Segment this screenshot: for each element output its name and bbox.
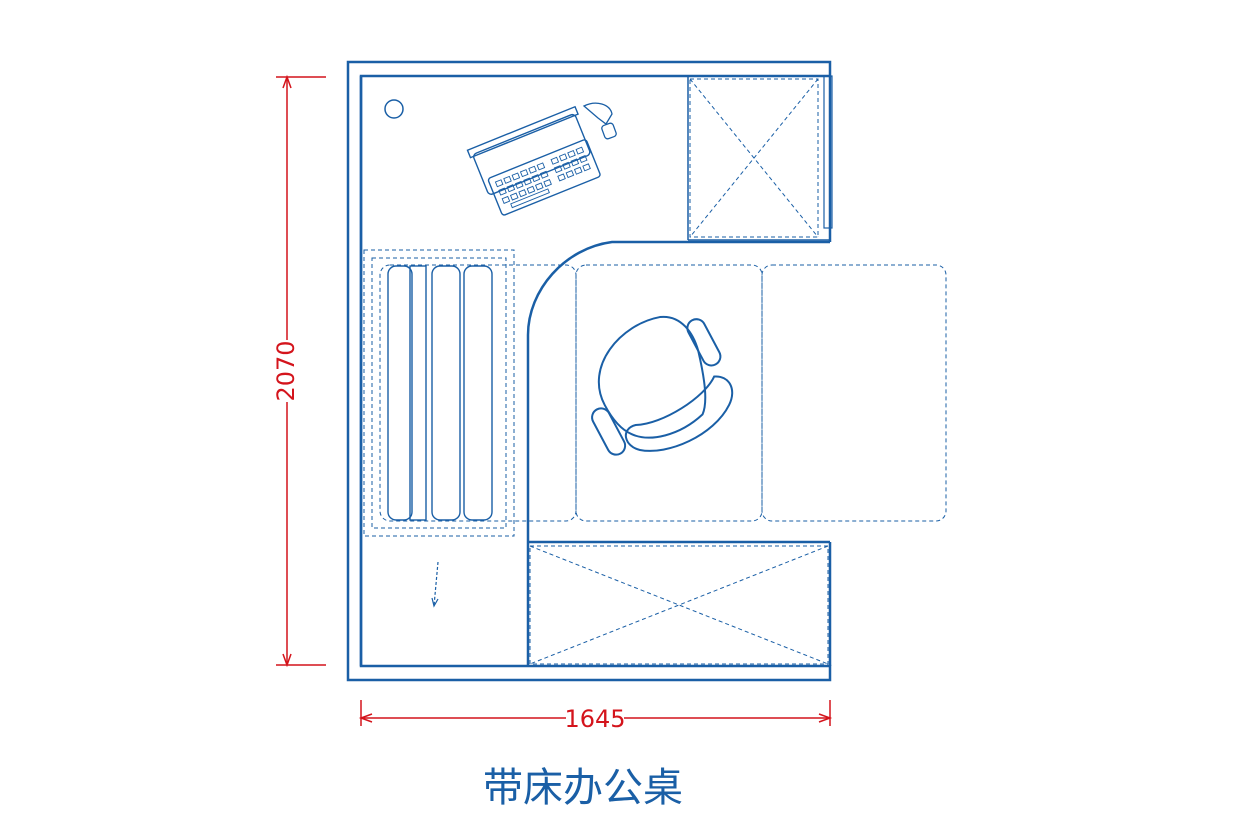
top-cabinet [687,75,833,242]
height-dimension-label: 2070 [272,340,300,401]
width-dimension-label: 1645 [564,705,625,733]
bed-headboard-inner [371,257,507,529]
mouse-icon [582,102,617,140]
chair-back [597,316,707,439]
width-dimension [358,700,833,726]
bed-outline [363,249,947,537]
bed-section-2 [575,264,763,522]
chair-seat-front [624,375,734,452]
bed-headboard [363,249,515,537]
bed-section-1 [379,264,577,522]
office-chair-icon [591,316,734,456]
direction-arrow-icon [431,561,439,608]
cable-hole-icon [384,99,404,119]
bed-slats [387,265,493,521]
desk-curved-edge [526,240,830,666]
bottom-cabinet [528,540,832,666]
drawing-title: 带床办公桌 [483,765,683,811]
height-dimension [276,74,326,668]
keyboard-icon [466,105,601,216]
chair-armrest-left [591,407,627,456]
desk-frame [346,60,832,682]
bed-section-3 [761,264,947,522]
chair-armrest-right [686,318,722,367]
